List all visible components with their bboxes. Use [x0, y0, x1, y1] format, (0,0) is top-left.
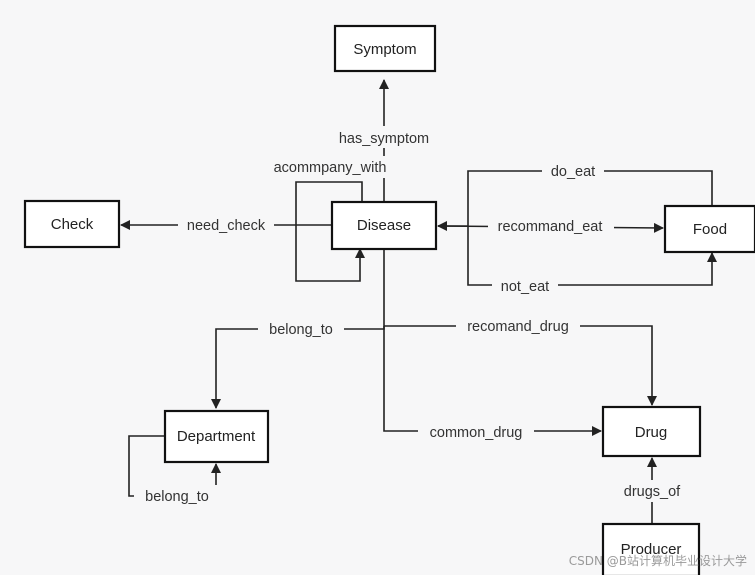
node-producer: Producer	[601, 522, 701, 575]
node-food: Food	[663, 204, 755, 254]
label-belong-to: belong_to	[258, 318, 344, 340]
edge-recomand-drug	[384, 325, 657, 406]
svg-text:do_eat: do_eat	[551, 164, 595, 180]
node-drug: Drug	[601, 405, 702, 458]
svg-text:need_check: need_check	[187, 218, 266, 234]
label-need-check: need_check	[178, 214, 274, 236]
label-common-drug: common_drug	[418, 420, 534, 442]
node-disease: Disease	[330, 200, 438, 251]
label-acompany-with: acommpany_with	[264, 156, 396, 178]
svg-text:acommpany_with: acommpany_with	[274, 160, 387, 176]
label-belong-to-dept: belong_to	[134, 485, 220, 507]
svg-text:Disease: Disease	[357, 217, 411, 234]
svg-text:common_drug: common_drug	[430, 425, 523, 441]
svg-text:recomand_drug: recomand_drug	[467, 319, 569, 335]
svg-text:not_eat: not_eat	[501, 279, 549, 295]
label-recommand-eat: recommand_eat	[488, 215, 614, 237]
svg-text:belong_to: belong_to	[145, 489, 209, 505]
svg-text:Drug: Drug	[635, 424, 668, 441]
svg-text:Department: Department	[177, 428, 256, 445]
svg-text:Check: Check	[51, 216, 94, 233]
label-do-eat: do_eat	[542, 160, 604, 182]
svg-text:belong_to: belong_to	[269, 322, 333, 338]
label-recomand-drug: recomand_drug	[456, 315, 580, 337]
svg-text:Symptom: Symptom	[353, 41, 416, 58]
svg-text:has_symptom: has_symptom	[339, 131, 429, 147]
edge-common-drug	[383, 326, 602, 436]
svg-text:drugs_of: drugs_of	[624, 484, 681, 500]
label-not-eat: not_eat	[492, 275, 558, 297]
watermark-text: CSDN @B站计算机毕业设计大学	[568, 554, 747, 568]
node-symptom: Symptom	[333, 24, 437, 73]
node-department: Department	[163, 409, 270, 464]
svg-text:Food: Food	[693, 221, 727, 238]
label-drugs-of: drugs_of	[614, 480, 690, 502]
svg-text:recommand_eat: recommand_eat	[498, 219, 603, 235]
svg-text:Producer: Producer	[621, 541, 682, 558]
label-has-symptom: has_symptom	[332, 126, 436, 148]
node-check: Check	[23, 199, 121, 249]
edge-not-eat	[467, 226, 717, 286]
edge-acompany-with	[295, 181, 365, 282]
